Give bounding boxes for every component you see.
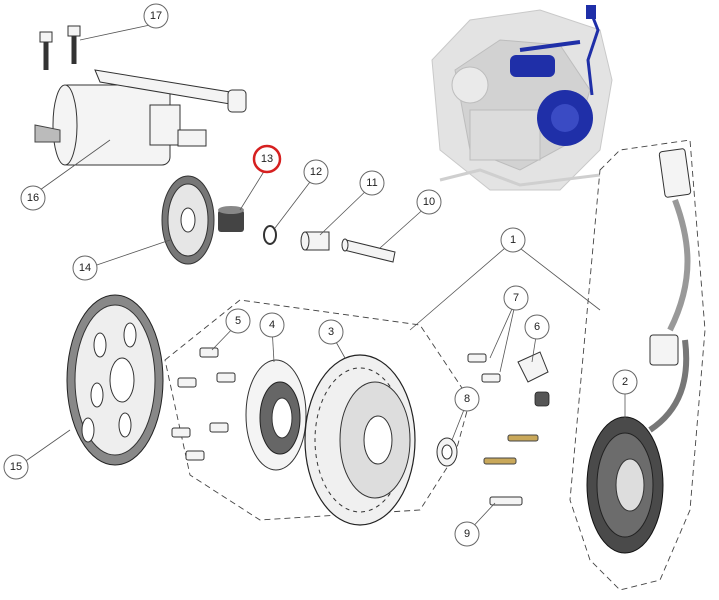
- callout-7[interactable]: 7: [503, 285, 529, 311]
- callout-2[interactable]: 2: [612, 369, 638, 395]
- svg-text:6: 6: [534, 321, 540, 333]
- callout-15[interactable]: 15: [3, 454, 29, 480]
- engine-location-inset: [425, 2, 715, 197]
- svg-text:4: 4: [269, 319, 275, 331]
- flywheel-rotor: [304, 354, 416, 526]
- starter-motor: [34, 69, 247, 166]
- callout-14[interactable]: 14: [72, 255, 98, 281]
- bushing: [300, 231, 330, 251]
- starter-reduction-gear: [161, 175, 215, 265]
- stator-boundary: [569, 139, 706, 591]
- svg-text:9: 9: [464, 528, 470, 540]
- svg-text:13: 13: [261, 153, 273, 165]
- starter-clutch-gear: [66, 294, 164, 466]
- callout-12[interactable]: 12: [303, 159, 329, 185]
- clutch-bolts: [171, 347, 236, 461]
- svg-text:15: 15: [10, 461, 22, 473]
- svg-text:16: 16: [27, 192, 39, 204]
- callout-8[interactable]: 8: [454, 386, 480, 412]
- stator-connector: [649, 148, 692, 366]
- stator-screws: [483, 434, 539, 506]
- svg-text:7: 7: [513, 292, 519, 304]
- svg-text:5: 5: [235, 315, 241, 327]
- callout-11[interactable]: 11: [359, 170, 385, 196]
- svg-text:10: 10: [423, 196, 435, 208]
- svg-text:3: 3: [328, 326, 334, 338]
- callout-13-highlighted[interactable]: 13: [252, 144, 282, 174]
- callout-10[interactable]: 10: [416, 189, 442, 215]
- starter-motor-highlight: [510, 55, 555, 77]
- svg-text:17: 17: [150, 10, 162, 22]
- svg-text:14: 14: [79, 262, 91, 274]
- svg-text:2: 2: [622, 376, 628, 388]
- callout-6[interactable]: 6: [524, 314, 550, 340]
- svg-text:12: 12: [310, 166, 322, 178]
- svg-text:1: 1: [510, 234, 516, 246]
- callout-16[interactable]: 16: [20, 185, 46, 211]
- idler-shaft: [341, 238, 396, 263]
- pickup-bolts: [467, 353, 501, 383]
- flywheel-nut: [436, 437, 458, 467]
- washer: [263, 225, 277, 245]
- callout-5[interactable]: 5: [225, 308, 251, 334]
- callout-3[interactable]: 3: [318, 319, 344, 345]
- svg-text:11: 11: [366, 177, 377, 189]
- one-way-clutch: [245, 359, 307, 471]
- starter-bolts: [39, 25, 81, 70]
- callout-9[interactable]: 9: [454, 521, 480, 547]
- callout-17[interactable]: 17: [143, 3, 169, 29]
- svg-text:8: 8: [464, 393, 470, 405]
- callout-4[interactable]: 4: [259, 312, 285, 338]
- needle-bearing: [218, 206, 244, 232]
- stator-coil: [586, 339, 690, 554]
- pulser-sensor: [517, 351, 550, 407]
- callout-1[interactable]: 1: [500, 227, 526, 253]
